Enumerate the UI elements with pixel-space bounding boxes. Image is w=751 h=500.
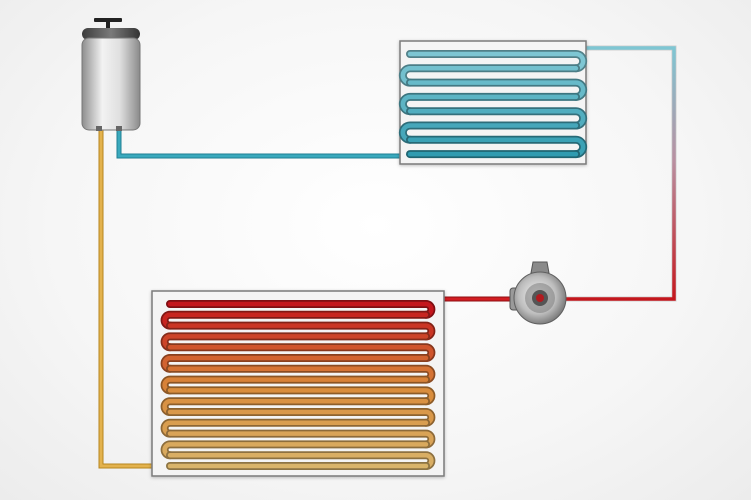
compressor-icon bbox=[509, 261, 567, 325]
evaporator bbox=[398, 40, 588, 165]
evaporator-coil bbox=[398, 50, 588, 159]
liquid-line bbox=[98, 128, 152, 469]
condenser-coil bbox=[160, 300, 436, 470]
evaporator-panel bbox=[399, 40, 587, 165]
tank-icon bbox=[81, 18, 141, 131]
condenser bbox=[151, 290, 445, 477]
discharge-line bbox=[540, 45, 677, 302]
suction-line bbox=[116, 128, 400, 159]
